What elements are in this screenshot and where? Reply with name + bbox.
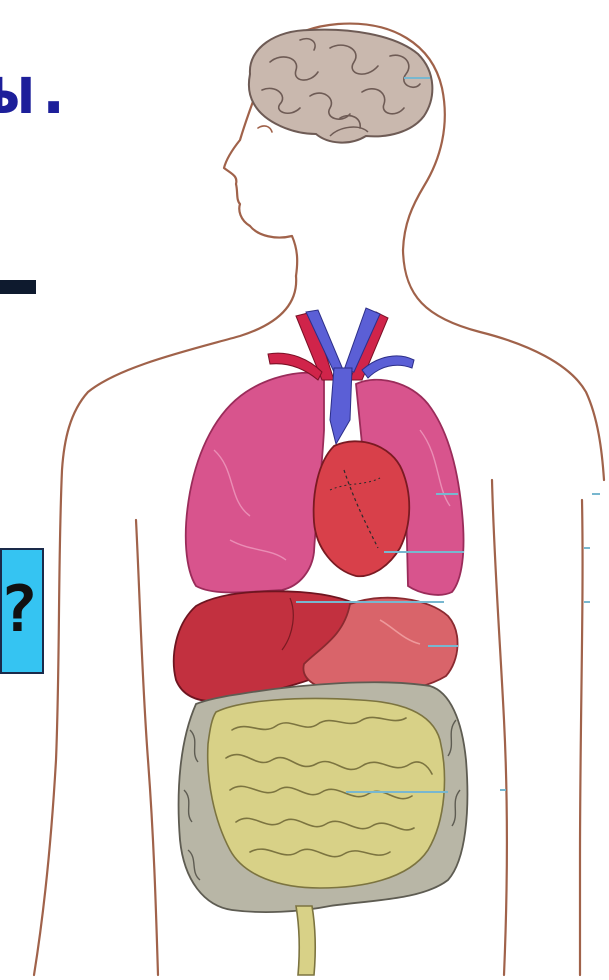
intestines (179, 682, 468, 975)
brain (249, 30, 433, 143)
left-torso-side (136, 520, 158, 975)
right-torso-side (492, 480, 507, 975)
eye (258, 126, 272, 132)
right-arm-inner (580, 500, 583, 975)
heart (314, 441, 410, 576)
rectum (296, 906, 315, 975)
left-lung (186, 373, 324, 593)
